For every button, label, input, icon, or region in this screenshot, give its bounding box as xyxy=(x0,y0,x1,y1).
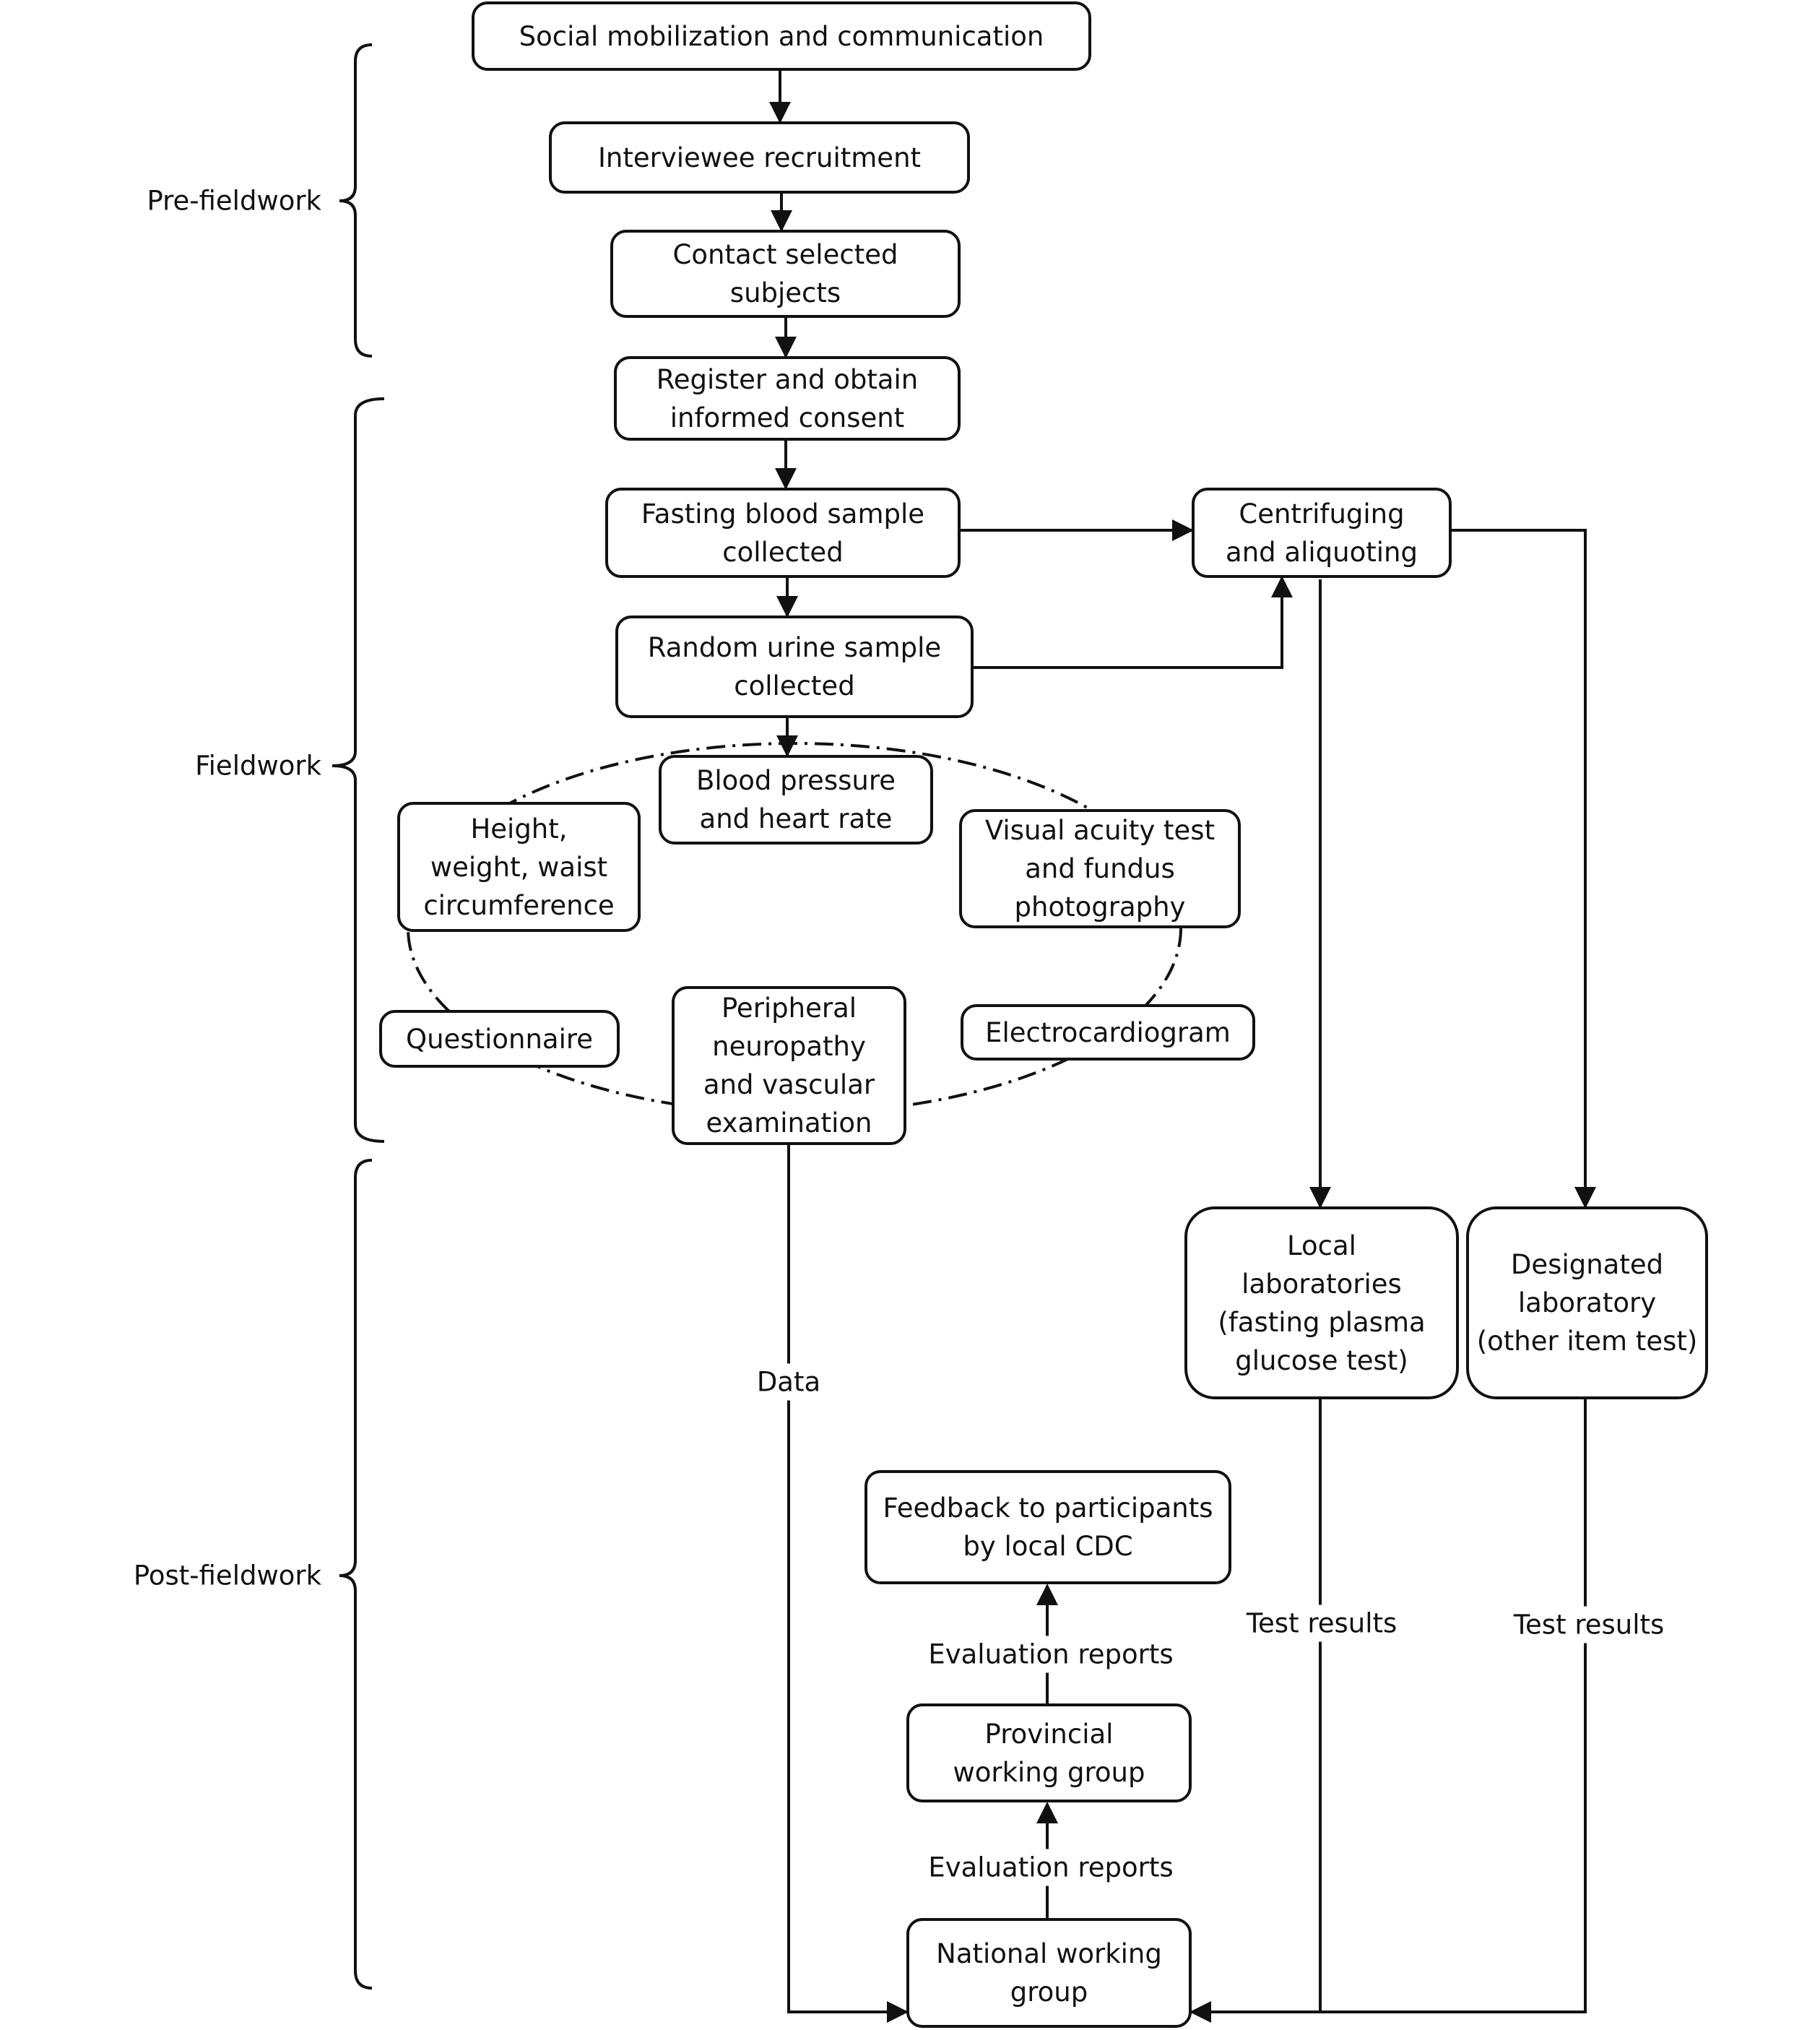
box-centrifuging: Centrifuging and aliquoting xyxy=(1192,488,1452,578)
label-evaluation-reports-lower: Evaluation reports xyxy=(921,1849,1181,1886)
box-national-working-group: National working group xyxy=(906,1918,1192,2028)
brace-pre-fieldwork xyxy=(339,43,373,358)
box-interviewee-recruitment: Interviewee recruitment xyxy=(549,121,970,194)
box-local-laboratories: Local laboratories (fasting plasma gluco… xyxy=(1184,1206,1459,1399)
phase-label-post-fieldwork: Post-fieldwork xyxy=(133,1560,321,1591)
label-evaluation-reports-upper: Evaluation reports xyxy=(921,1636,1181,1673)
label-data: Data xyxy=(749,1363,828,1401)
phase-label-fieldwork: Fieldwork xyxy=(195,750,321,782)
box-blood-pressure: Blood pressure and heart rate xyxy=(659,755,933,845)
exam-stations-ring xyxy=(407,742,1182,1115)
arrow-peripheral-national xyxy=(787,1143,909,2023)
box-provincial-working-group: Provincial working group xyxy=(906,1703,1192,1802)
box-fasting-blood: Fasting blood sample collected xyxy=(605,488,961,578)
box-electrocardiogram: Electrocardiogram xyxy=(961,1004,1255,1061)
box-height-weight: Height, weight, waist circumference xyxy=(397,802,641,932)
arrow-designated-lab-national xyxy=(1190,1398,1587,2023)
box-random-urine: Random urine sample collected xyxy=(615,616,974,718)
box-questionnaire: Questionnaire xyxy=(379,1010,620,1068)
box-social-mobilization: Social mobilization and communication xyxy=(472,1,1091,71)
brace-fieldwork xyxy=(332,397,385,1143)
box-contact-subjects: Contact selected subjects xyxy=(610,230,961,318)
label-test-results-local: Test results xyxy=(1239,1604,1405,1642)
phase-label-pre-fieldwork: Pre-fieldwork xyxy=(147,185,321,217)
box-feedback-participants: Feedback to participants by local CDC xyxy=(864,1470,1231,1584)
box-visual-acuity: Visual acuity test and fundus photograph… xyxy=(959,809,1241,928)
box-register-consent: Register and obtain informed consent xyxy=(614,356,961,441)
box-peripheral-neuropathy: Peripheral neuropathy and vascular exami… xyxy=(672,986,906,1145)
label-test-results-designated: Test results xyxy=(1506,1606,1672,1644)
brace-post-fieldwork xyxy=(339,1159,373,1990)
arrow-urine-centrifuge xyxy=(974,576,1293,669)
arrow-centrifuge-designated-lab xyxy=(1450,529,1596,1209)
box-designated-laboratory: Designated laboratory (other item test) xyxy=(1466,1206,1708,1399)
